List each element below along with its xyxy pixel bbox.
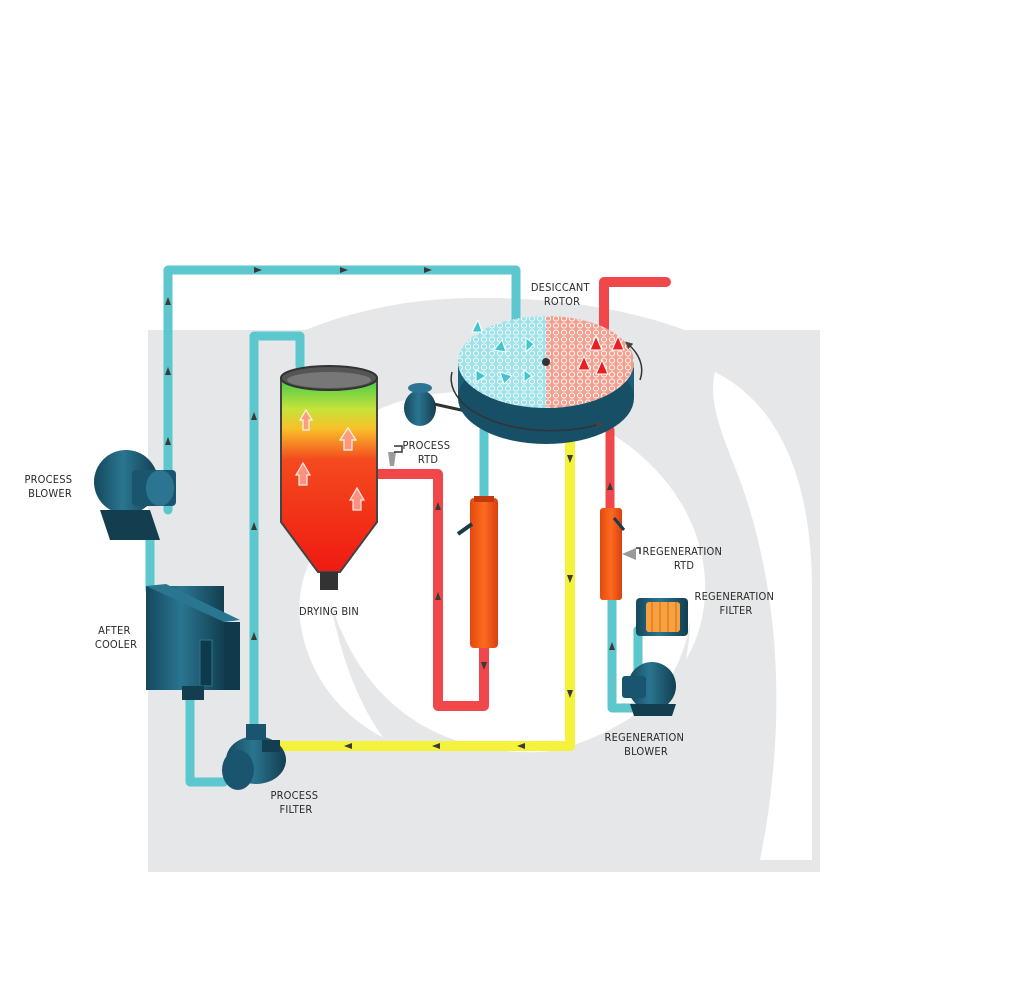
- regeneration-rtd-pointer: [622, 548, 636, 560]
- regeneration-blower-label: REGENERATION BLOWER: [605, 731, 688, 758]
- return-air-pipe: [265, 435, 575, 751]
- process-rtd-label: PROCESS RTD: [402, 439, 453, 466]
- regeneration-filter-label: REGENERATION FILTER: [695, 590, 778, 617]
- flow-arrow: [165, 367, 171, 375]
- flow-arrow: [435, 502, 441, 510]
- flow-arrow: [567, 690, 573, 698]
- flow-arrow: [517, 743, 525, 749]
- flow-arrow: [165, 297, 171, 305]
- flow-arrow: [340, 267, 348, 273]
- drying-bin-label: DRYING BIN: [299, 605, 359, 618]
- flow-arrow: [251, 632, 257, 640]
- process-filter-label: PROCESS FILTER: [270, 789, 321, 816]
- after-cooler-label: AFTER COOLER: [95, 624, 137, 651]
- pipe-regen-exhaust: [599, 277, 671, 349]
- desiccant-rotor-label: DESICCANT ROTOR: [531, 281, 593, 308]
- regeneration-heater-icon: [600, 508, 626, 600]
- flow-arrow: [567, 575, 573, 583]
- component-labels: DESICCANT ROTOR PROCESS RTD PROCESS BLOW…: [24, 281, 778, 816]
- process-filter-icon: [222, 724, 286, 790]
- flow-arrow: [165, 437, 171, 445]
- regeneration-rtd-label: REGENERATION RTD: [643, 545, 726, 572]
- pipe-filter-to-bin: [249, 331, 305, 730]
- flow-arrow: [432, 743, 440, 749]
- flow-arrow: [567, 455, 573, 463]
- process-blower-icon: [94, 450, 176, 540]
- flow-arrow: [254, 267, 262, 273]
- pipe-cooler-to-filter: [185, 695, 229, 787]
- flow-arrow: [424, 267, 432, 273]
- flow-arrow: [251, 412, 257, 420]
- flow-arrow: [609, 642, 615, 650]
- regeneration-filter-icon: [636, 598, 688, 636]
- after-cooler-icon: [146, 584, 240, 700]
- flow-arrow: [435, 592, 441, 600]
- flow-arrow: [251, 522, 257, 530]
- regeneration-blower-icon: [622, 662, 676, 716]
- pipe-regen-blower-to-heater: [607, 593, 643, 713]
- process-blower-label: PROCESS BLOWER: [24, 473, 75, 500]
- flow-arrow: [607, 482, 613, 490]
- process-heater-icon: [456, 496, 498, 648]
- drying-bin-icon: [280, 365, 378, 590]
- process-rtd-pointer: [388, 452, 396, 466]
- flow-arrow: [344, 743, 352, 749]
- desiccant-rotor-icon: [450, 316, 643, 444]
- rtd-pointers: [388, 445, 641, 560]
- flow-arrow: [481, 662, 487, 670]
